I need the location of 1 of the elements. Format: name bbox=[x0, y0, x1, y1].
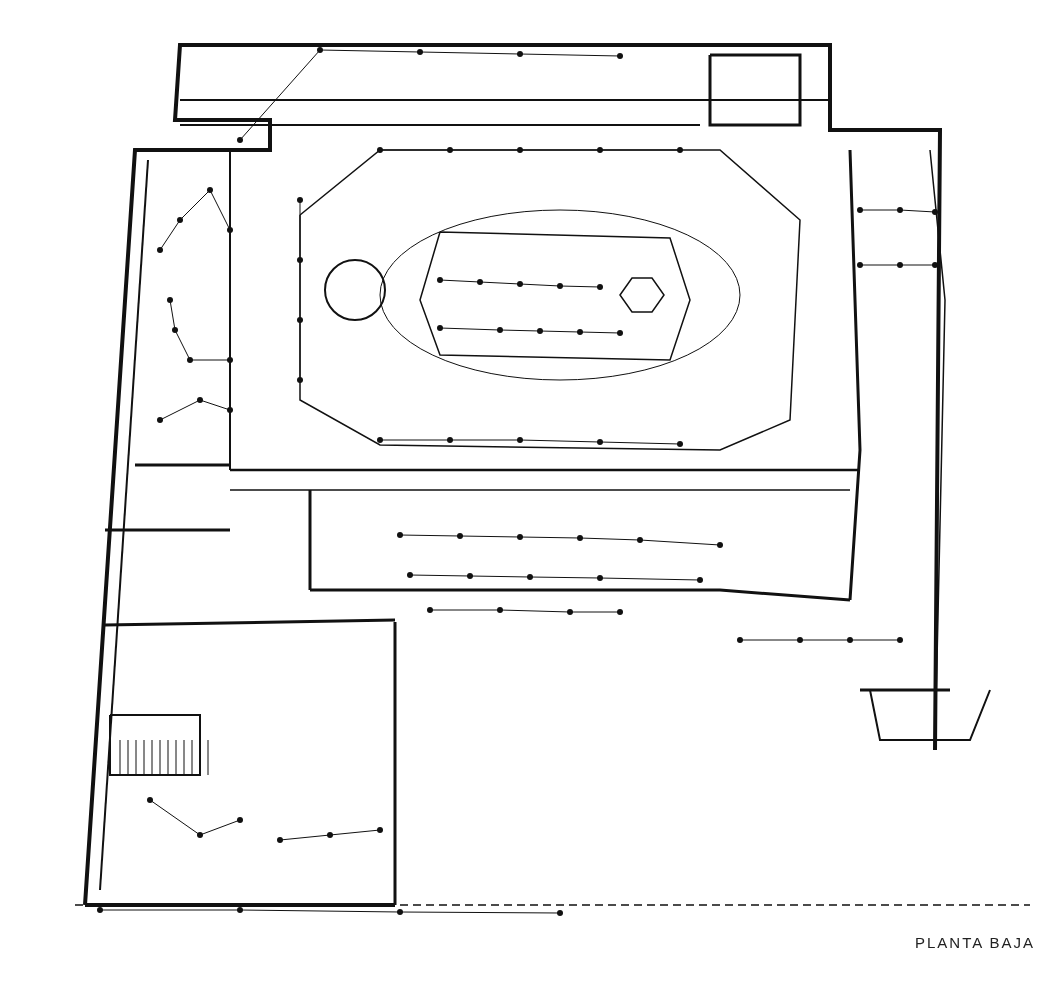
plan-title: PLANTA BAJA bbox=[915, 934, 1036, 951]
